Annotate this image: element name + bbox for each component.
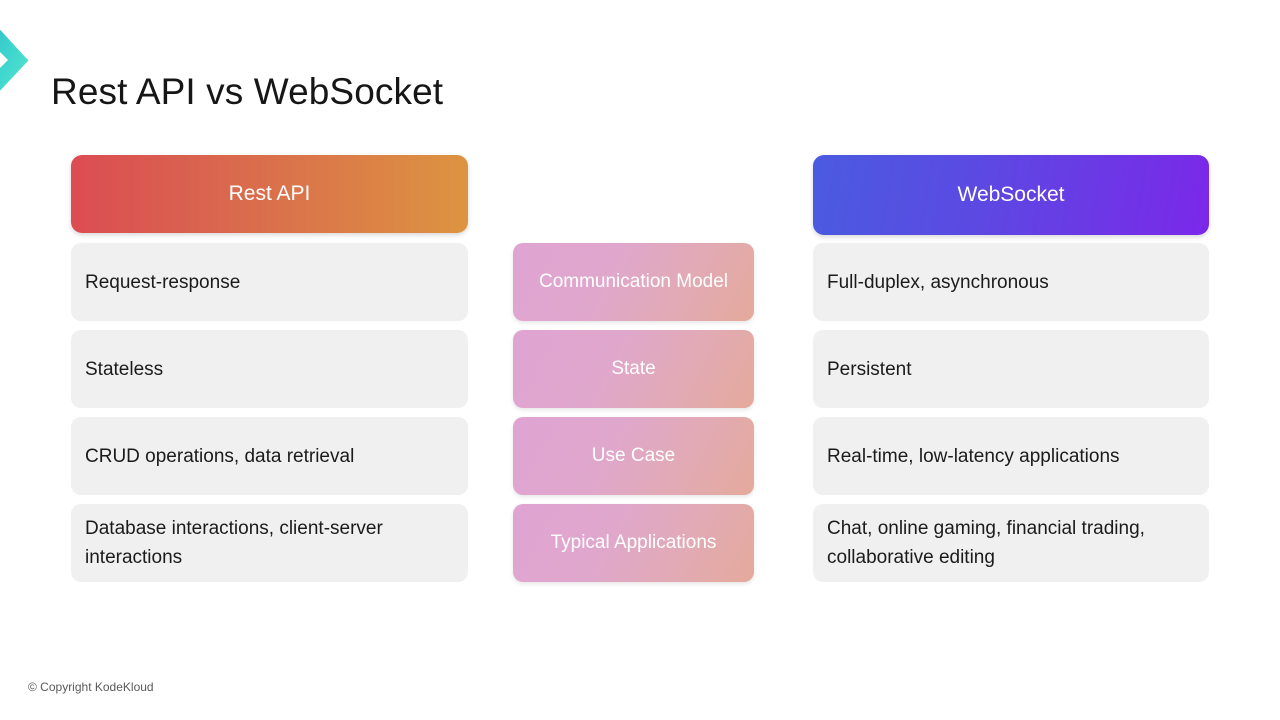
column-header-rest-api: Rest API	[71, 155, 468, 233]
label-column-spacer	[513, 155, 754, 243]
value-websocket-use-case: Real-time, low-latency applications	[813, 417, 1209, 495]
value-rest-state: Stateless	[71, 330, 468, 408]
chevron-right-icon	[0, 8, 32, 112]
value-websocket-typical-applications: Chat, online gaming, financial trading, …	[813, 504, 1209, 582]
column-header-websocket: WebSocket	[813, 155, 1209, 235]
footer-copyright: © Copyright KodeKloud	[28, 680, 154, 694]
row-label-communication-model: Communication Model	[513, 243, 754, 321]
column-rest-api: Rest API Request-response Stateless CRUD…	[71, 155, 468, 591]
value-rest-use-case: CRUD operations, data retrieval	[71, 417, 468, 495]
value-websocket-communication-model: Full-duplex, asynchronous	[813, 243, 1209, 321]
value-rest-typical-applications: Database interactions, client-server int…	[71, 504, 468, 582]
row-label-state: State	[513, 330, 754, 408]
value-websocket-state: Persistent	[813, 330, 1209, 408]
column-row-labels: Communication Model State Use Case Typic…	[513, 155, 754, 591]
value-rest-communication-model: Request-response	[71, 243, 468, 321]
row-label-use-case: Use Case	[513, 417, 754, 495]
column-websocket: WebSocket Full-duplex, asynchronous Pers…	[813, 155, 1209, 591]
row-label-typical-applications: Typical Applications	[513, 504, 754, 582]
page-title: Rest API vs WebSocket	[51, 70, 444, 112]
